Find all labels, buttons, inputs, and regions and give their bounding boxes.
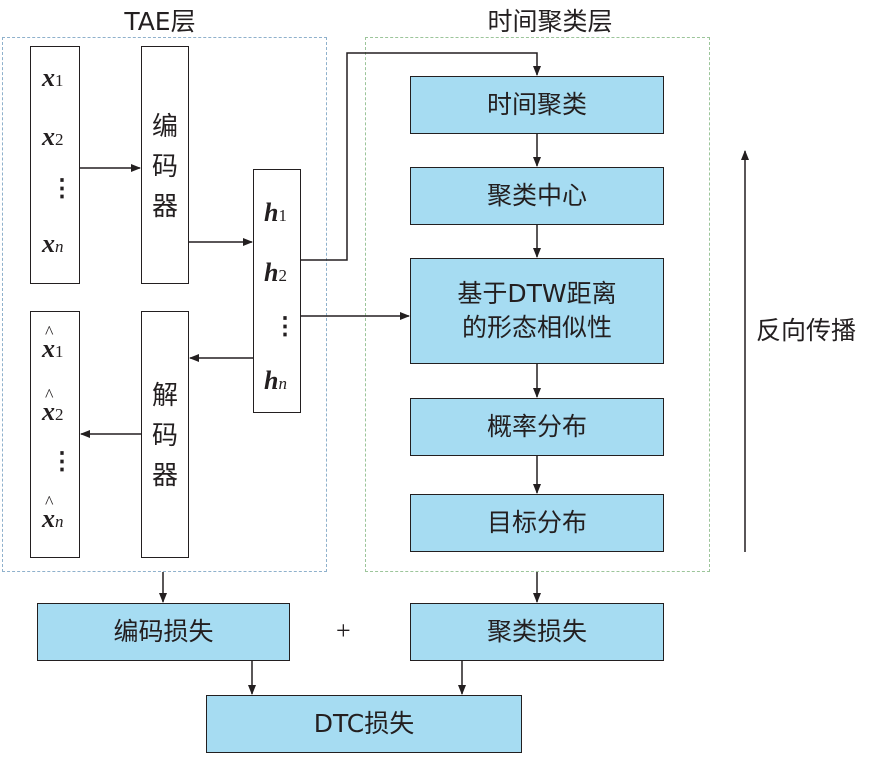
latent-h2: h2	[264, 258, 287, 287]
decoder-char-1: 解	[151, 381, 178, 411]
input-sequence-box: x1 x2 ⋮ xn	[30, 46, 80, 284]
decoder-box: 解 码 器	[141, 311, 189, 558]
reconstruction-box: x1 x2 ⋮ xn	[30, 311, 80, 558]
input-xn: xn	[42, 229, 64, 258]
recon-xn: xn	[42, 492, 64, 534]
latent-hn: hn	[264, 366, 287, 395]
latent-h1: h1	[264, 198, 287, 227]
step-target-distribution: 目标分布	[410, 494, 664, 552]
step-dtw-similarity: 基于DTW距离 的形态相似性	[410, 258, 664, 364]
tae-layer-box	[2, 37, 327, 572]
recon-x1: x1	[42, 322, 64, 364]
latent-ellipsis: ⋮	[273, 314, 297, 340]
input-x1: x1	[42, 63, 64, 92]
step-cluster-centers: 聚类中心	[410, 167, 664, 225]
arrow-latent-to-clustering	[301, 52, 541, 261]
step-probability-distribution: 概率分布	[410, 398, 664, 456]
encoder-char-1: 编	[151, 112, 178, 142]
encoder-box: 编 码 器	[141, 46, 189, 284]
cluster-layer-title: 时间聚类层	[487, 7, 613, 36]
input-ellipsis: ⋮	[50, 176, 74, 202]
clustering-loss-box: 聚类损失	[410, 603, 664, 661]
encoding-loss-box: 编码损失	[37, 603, 290, 661]
recon-ellipsis: ⋮	[50, 449, 74, 475]
backprop-label: 反向传播	[756, 316, 857, 345]
plus-sign: +	[336, 616, 351, 645]
decoder-char-2: 码	[151, 421, 178, 451]
latent-box: h1 h2 ⋮ hn	[253, 169, 301, 413]
dtc-loss-box: DTC损失	[206, 695, 522, 753]
cluster-layer-box	[365, 37, 710, 572]
tae-layer-title: TAE层	[124, 7, 196, 36]
encoder-char-2: 码	[151, 152, 178, 182]
recon-x2: x2	[42, 385, 64, 427]
encoder-char-3: 器	[151, 192, 178, 222]
decoder-char-3: 器	[151, 461, 178, 491]
input-x2: x2	[42, 122, 64, 151]
step-temporal-clustering: 时间聚类	[410, 76, 664, 134]
